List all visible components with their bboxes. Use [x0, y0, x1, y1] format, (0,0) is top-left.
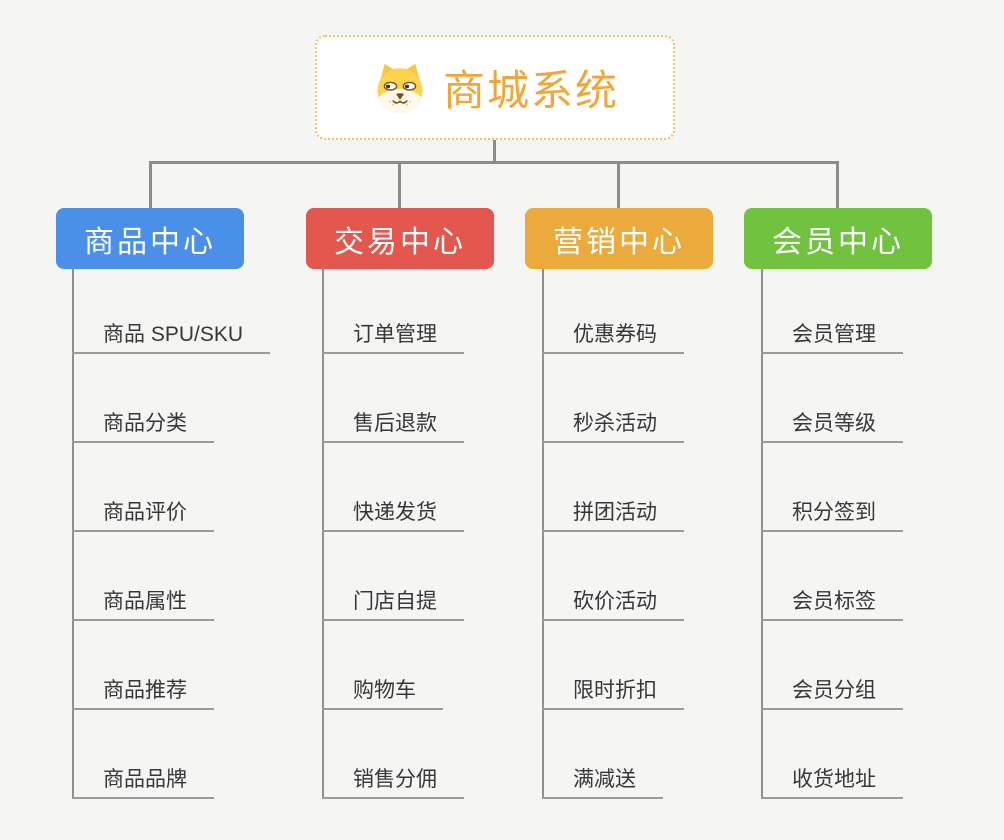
connector-drop-product — [149, 161, 152, 208]
root-title: 商城系统 — [442, 67, 619, 114]
leaf-node[interactable]: 快递发货 — [322, 495, 464, 532]
branch-trunk-trade — [322, 269, 324, 799]
leaf-node[interactable]: 会员分组 — [761, 673, 903, 710]
leaf-node[interactable]: 砍价活动 — [542, 584, 684, 621]
leaf-node[interactable]: 会员管理 — [761, 317, 903, 354]
leaf-node[interactable]: 收货地址 — [761, 762, 903, 799]
branch-label: 商品中心 — [84, 225, 216, 259]
leaf-node[interactable]: 商品属性 — [72, 584, 214, 621]
shiba-dog-icon — [371, 61, 429, 115]
connector-drop-marketing — [617, 161, 620, 208]
connector-root-trunk — [493, 139, 496, 162]
branch-node-member-center[interactable]: 会员中心 — [744, 208, 932, 269]
leaf-node[interactable]: 秒杀活动 — [542, 406, 684, 443]
branch-trunk-member — [761, 269, 763, 799]
leaf-node[interactable]: 商品分类 — [72, 406, 214, 443]
leaf-node[interactable]: 门店自提 — [322, 584, 464, 621]
leaf-node[interactable]: 优惠券码 — [542, 317, 684, 354]
leaf-node[interactable]: 限时折扣 — [542, 673, 684, 710]
connector-drop-trade — [398, 161, 401, 208]
branch-label: 交易中心 — [334, 225, 466, 259]
branch-trunk-marketing — [542, 269, 544, 799]
leaf-node[interactable]: 会员等级 — [761, 406, 903, 443]
leaf-node[interactable]: 会员标签 — [761, 584, 903, 621]
leaf-node[interactable]: 拼团活动 — [542, 495, 684, 532]
leaf-node[interactable]: 商品品牌 — [72, 762, 214, 799]
branch-label: 会员中心 — [772, 225, 904, 259]
branch-node-marketing-center[interactable]: 营销中心 — [525, 208, 713, 269]
connector-horizontal-rail — [149, 161, 839, 164]
branch-trunk-product — [72, 269, 74, 799]
leaf-node[interactable]: 商品推荐 — [72, 673, 214, 710]
leaf-node[interactable]: 积分签到 — [761, 495, 903, 532]
leaf-node[interactable]: 销售分佣 — [322, 762, 464, 799]
branch-label: 营销中心 — [553, 225, 685, 259]
root-node[interactable]: 商城系统 — [315, 35, 675, 140]
leaf-node[interactable]: 订单管理 — [322, 317, 464, 354]
leaf-node[interactable]: 商品评价 — [72, 495, 214, 532]
branch-node-product-center[interactable]: 商品中心 — [56, 208, 244, 269]
connector-drop-member — [836, 161, 839, 208]
leaf-node[interactable]: 售后退款 — [322, 406, 464, 443]
leaf-node[interactable]: 满减送 — [542, 762, 663, 799]
branch-node-trade-center[interactable]: 交易中心 — [306, 208, 494, 269]
leaf-node[interactable]: 商品 SPU/SKU — [72, 317, 271, 354]
leaf-node[interactable]: 购物车 — [322, 673, 443, 710]
